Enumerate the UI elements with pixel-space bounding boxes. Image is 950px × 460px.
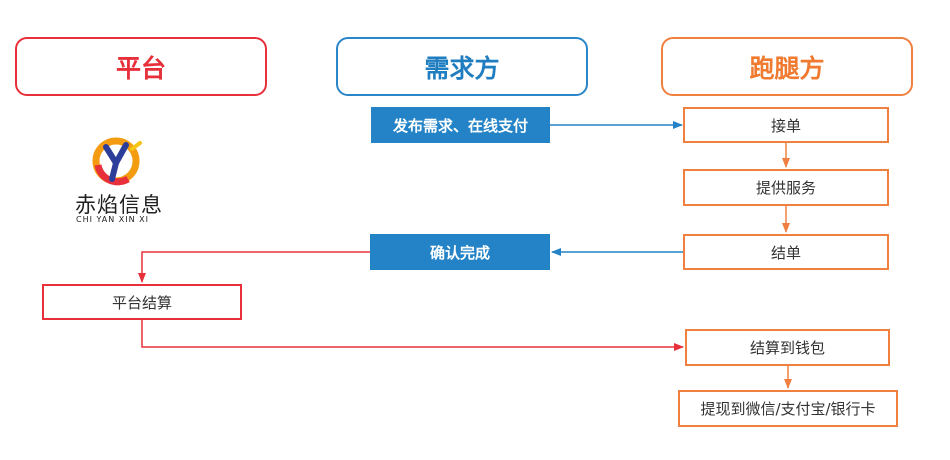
step-accept: 接单 bbox=[683, 107, 889, 143]
step-withdraw: 提现到微信/支付宝/银行卡 bbox=[678, 390, 898, 427]
arrow-confirm-to-settle bbox=[138, 251, 370, 283]
arrow-settle-to-wallet bbox=[141, 320, 684, 351]
step-finish: 结单 bbox=[683, 234, 889, 270]
header-platform: 平台 bbox=[15, 37, 267, 96]
logo-subtitle: CHI YAN XIN XI bbox=[76, 215, 149, 224]
company-logo: 赤焰信息 CHI YAN XIN XI bbox=[75, 135, 175, 225]
step-wallet: 结算到钱包 bbox=[685, 329, 890, 366]
step-settle: 平台结算 bbox=[42, 284, 242, 320]
header-runner: 跑腿方 bbox=[661, 37, 913, 96]
header-demand: 需求方 bbox=[336, 37, 588, 96]
logo-name: 赤焰信息 bbox=[75, 193, 163, 217]
chiyan-logo-icon bbox=[92, 137, 142, 186]
step-confirm: 确认完成 bbox=[370, 234, 550, 270]
step-publish: 发布需求、在线支付 bbox=[371, 107, 550, 143]
step-provide: 提供服务 bbox=[683, 169, 889, 206]
